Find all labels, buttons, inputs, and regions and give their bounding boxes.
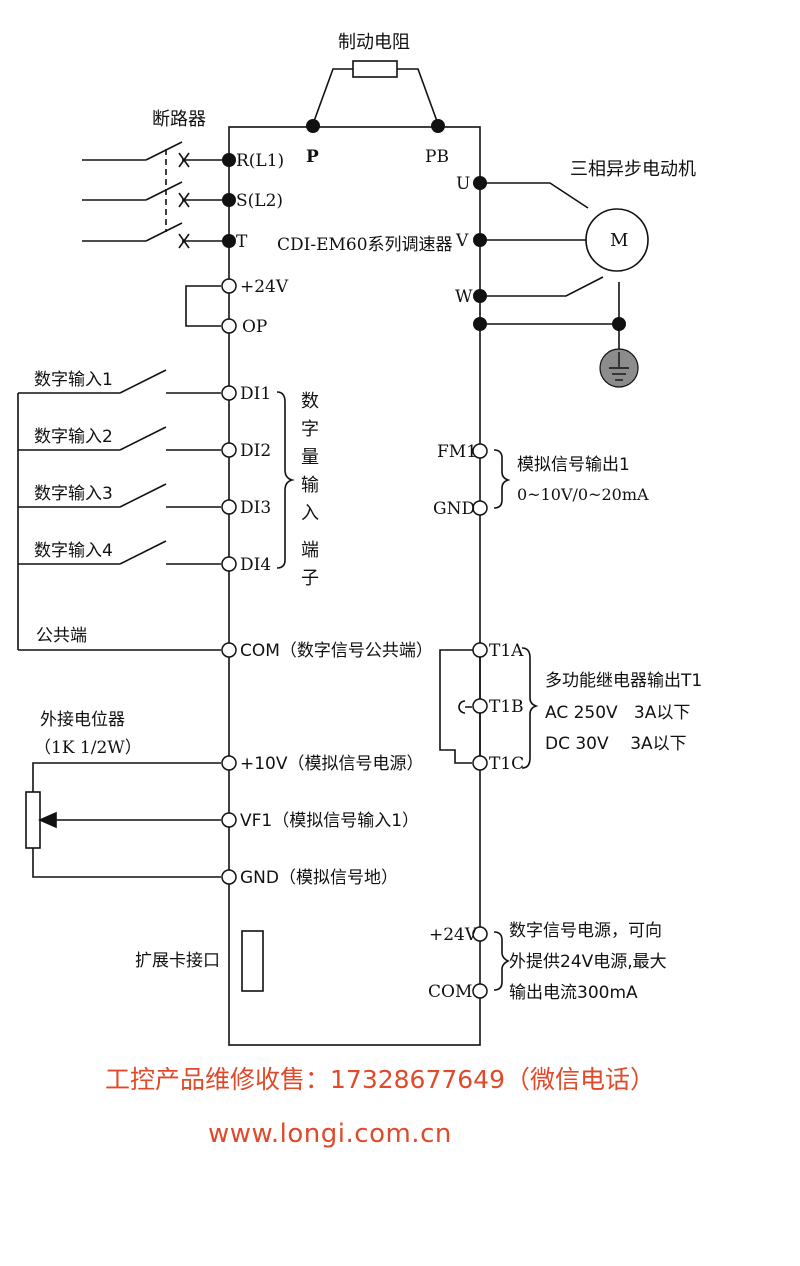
analog-output-desc-2: 0~10V/0~20mA <box>517 485 649 504</box>
terminal-r-label: R(L1) <box>236 151 284 171</box>
terminal-24v-label: +24V <box>240 277 289 297</box>
digital-group-char-4: 输 <box>301 475 319 496</box>
terminal-t-dot <box>222 234 236 248</box>
dc-supply-desc-3: 输出电流300mA <box>509 983 638 1003</box>
terminal-di4-circle <box>221 556 237 572</box>
terminal-rcom-circle <box>472 983 488 999</box>
terminal-r24v-circle <box>472 926 488 942</box>
terminal-pe-dot <box>473 317 487 331</box>
analog-output-desc-1: 模拟信号输出1 <box>517 455 630 475</box>
terminal-vf1-label: VF1（模拟信号输入1） <box>240 811 419 831</box>
terminal-gnd-label: GND（模拟信号地） <box>240 868 398 888</box>
terminal-10v-label: +10V（模拟信号电源） <box>240 754 424 774</box>
dc-supply-desc-1: 数字信号电源，可向 <box>509 921 662 941</box>
terminal-v-dot <box>473 233 487 247</box>
expansion-port-label: 扩展卡接口 <box>135 951 220 971</box>
terminal-t1c-label: T1C <box>489 754 524 774</box>
terminal-10v-circle <box>221 755 237 771</box>
terminal-op-label: OP <box>242 317 267 337</box>
terminal-t1a-label: T1A <box>489 641 524 661</box>
terminal-s-dot <box>222 193 236 207</box>
terminal-t1b-circle <box>472 698 488 714</box>
potentiometer-symbol <box>25 791 41 849</box>
terminal-s-label: S(L2) <box>236 191 283 211</box>
terminal-t1a-circle <box>472 642 488 658</box>
inverter-model-label: CDI-EM60系列调速器 <box>277 235 453 255</box>
relay-desc-2: AC 250V 3A以下 <box>545 703 690 723</box>
digital-group-char-5: 入 <box>301 503 319 524</box>
digital-group-char-1: 数 <box>301 391 319 412</box>
digital-input-1-label: 数字输入1 <box>34 370 113 390</box>
service-contact-line: 工控产品维修收售：17328677649（微信电话） <box>105 1065 655 1094</box>
digital-input-2-label: 数字输入2 <box>34 427 113 447</box>
terminal-di3-circle <box>221 499 237 515</box>
terminal-com-circle <box>221 642 237 658</box>
terminal-agnd-label: GND <box>433 499 475 519</box>
terminal-u-dot <box>473 176 487 190</box>
relay-desc-1: 多功能继电器输出T1 <box>545 671 702 691</box>
terminal-di2-circle <box>221 442 237 458</box>
relay-brace <box>521 647 539 769</box>
terminal-t1b-label: T1B <box>489 697 524 717</box>
website-url[interactable]: www.longi.com.cn <box>208 1119 452 1149</box>
brake-resistor-label: 制动电阻 <box>338 32 410 53</box>
ground-symbol <box>599 348 639 388</box>
terminal-com-label: COM（数字信号公共端） <box>240 641 433 661</box>
terminal-t1c-circle <box>472 755 488 771</box>
terminal-r-dot <box>222 153 236 167</box>
brake-resistor-symbol <box>352 60 398 78</box>
breaker-contact-x-3 <box>178 233 190 249</box>
terminal-op-circle <box>221 318 237 334</box>
potentiometer-spec: （1K 1/2W） <box>34 738 142 758</box>
ground-junction-dot <box>612 317 626 331</box>
terminal-pb-label: PB <box>425 147 449 167</box>
terminal-agnd-circle <box>472 500 488 516</box>
terminal-w-label: W <box>455 287 473 307</box>
terminal-di3-label: DI3 <box>240 498 271 518</box>
dc-supply-brace <box>493 931 510 991</box>
motor-symbol-label: M <box>610 230 628 251</box>
digital-group-char-6: 端 <box>301 540 319 561</box>
breaker-contact-x-2 <box>178 192 190 208</box>
terminal-di2-label: DI2 <box>240 441 271 461</box>
terminal-t-label: T <box>236 232 248 252</box>
motor-symbol <box>585 208 649 272</box>
terminal-w-dot <box>473 289 487 303</box>
terminal-gnd-circle <box>221 869 237 885</box>
terminal-rcom-label: COM <box>428 982 472 1002</box>
digital-group-char-3: 量 <box>301 447 319 468</box>
terminal-u-label: U <box>456 174 470 194</box>
terminal-v-label: V <box>455 231 469 251</box>
breaker-label: 断路器 <box>152 109 206 130</box>
terminal-di1-label: DI1 <box>240 384 271 404</box>
digital-input-4-label: 数字输入4 <box>34 541 113 561</box>
terminal-p-dot <box>306 119 320 133</box>
relay-desc-3: DC 30V 3A以下 <box>545 734 687 754</box>
breaker-contact-x-1 <box>178 152 190 168</box>
terminal-fm1-label: FM1 <box>437 442 477 462</box>
terminal-pb-dot <box>431 119 445 133</box>
terminal-p-label: P <box>306 147 319 167</box>
terminal-fm1-circle <box>472 443 488 459</box>
dc-supply-desc-2: 外提供24V电源,最大 <box>509 952 667 972</box>
terminal-vf1-circle <box>221 812 237 828</box>
inverter-body <box>228 126 481 1046</box>
digital-input-3-label: 数字输入3 <box>34 484 113 504</box>
terminal-di4-label: DI4 <box>240 555 271 575</box>
motor-title: 三相异步电动机 <box>570 159 696 180</box>
digital-input-brace <box>276 391 295 569</box>
terminal-r24v-label: +24V <box>429 925 478 945</box>
digital-group-char-2: 字 <box>301 419 319 440</box>
terminal-di1-circle <box>221 385 237 401</box>
terminal-24v-circle <box>221 278 237 294</box>
analog-output-brace <box>493 449 511 509</box>
common-label: 公共端 <box>36 626 87 646</box>
expansion-port-symbol <box>241 930 264 992</box>
digital-group-char-7: 子 <box>301 568 319 589</box>
potentiometer-title: 外接电位器 <box>40 710 125 730</box>
